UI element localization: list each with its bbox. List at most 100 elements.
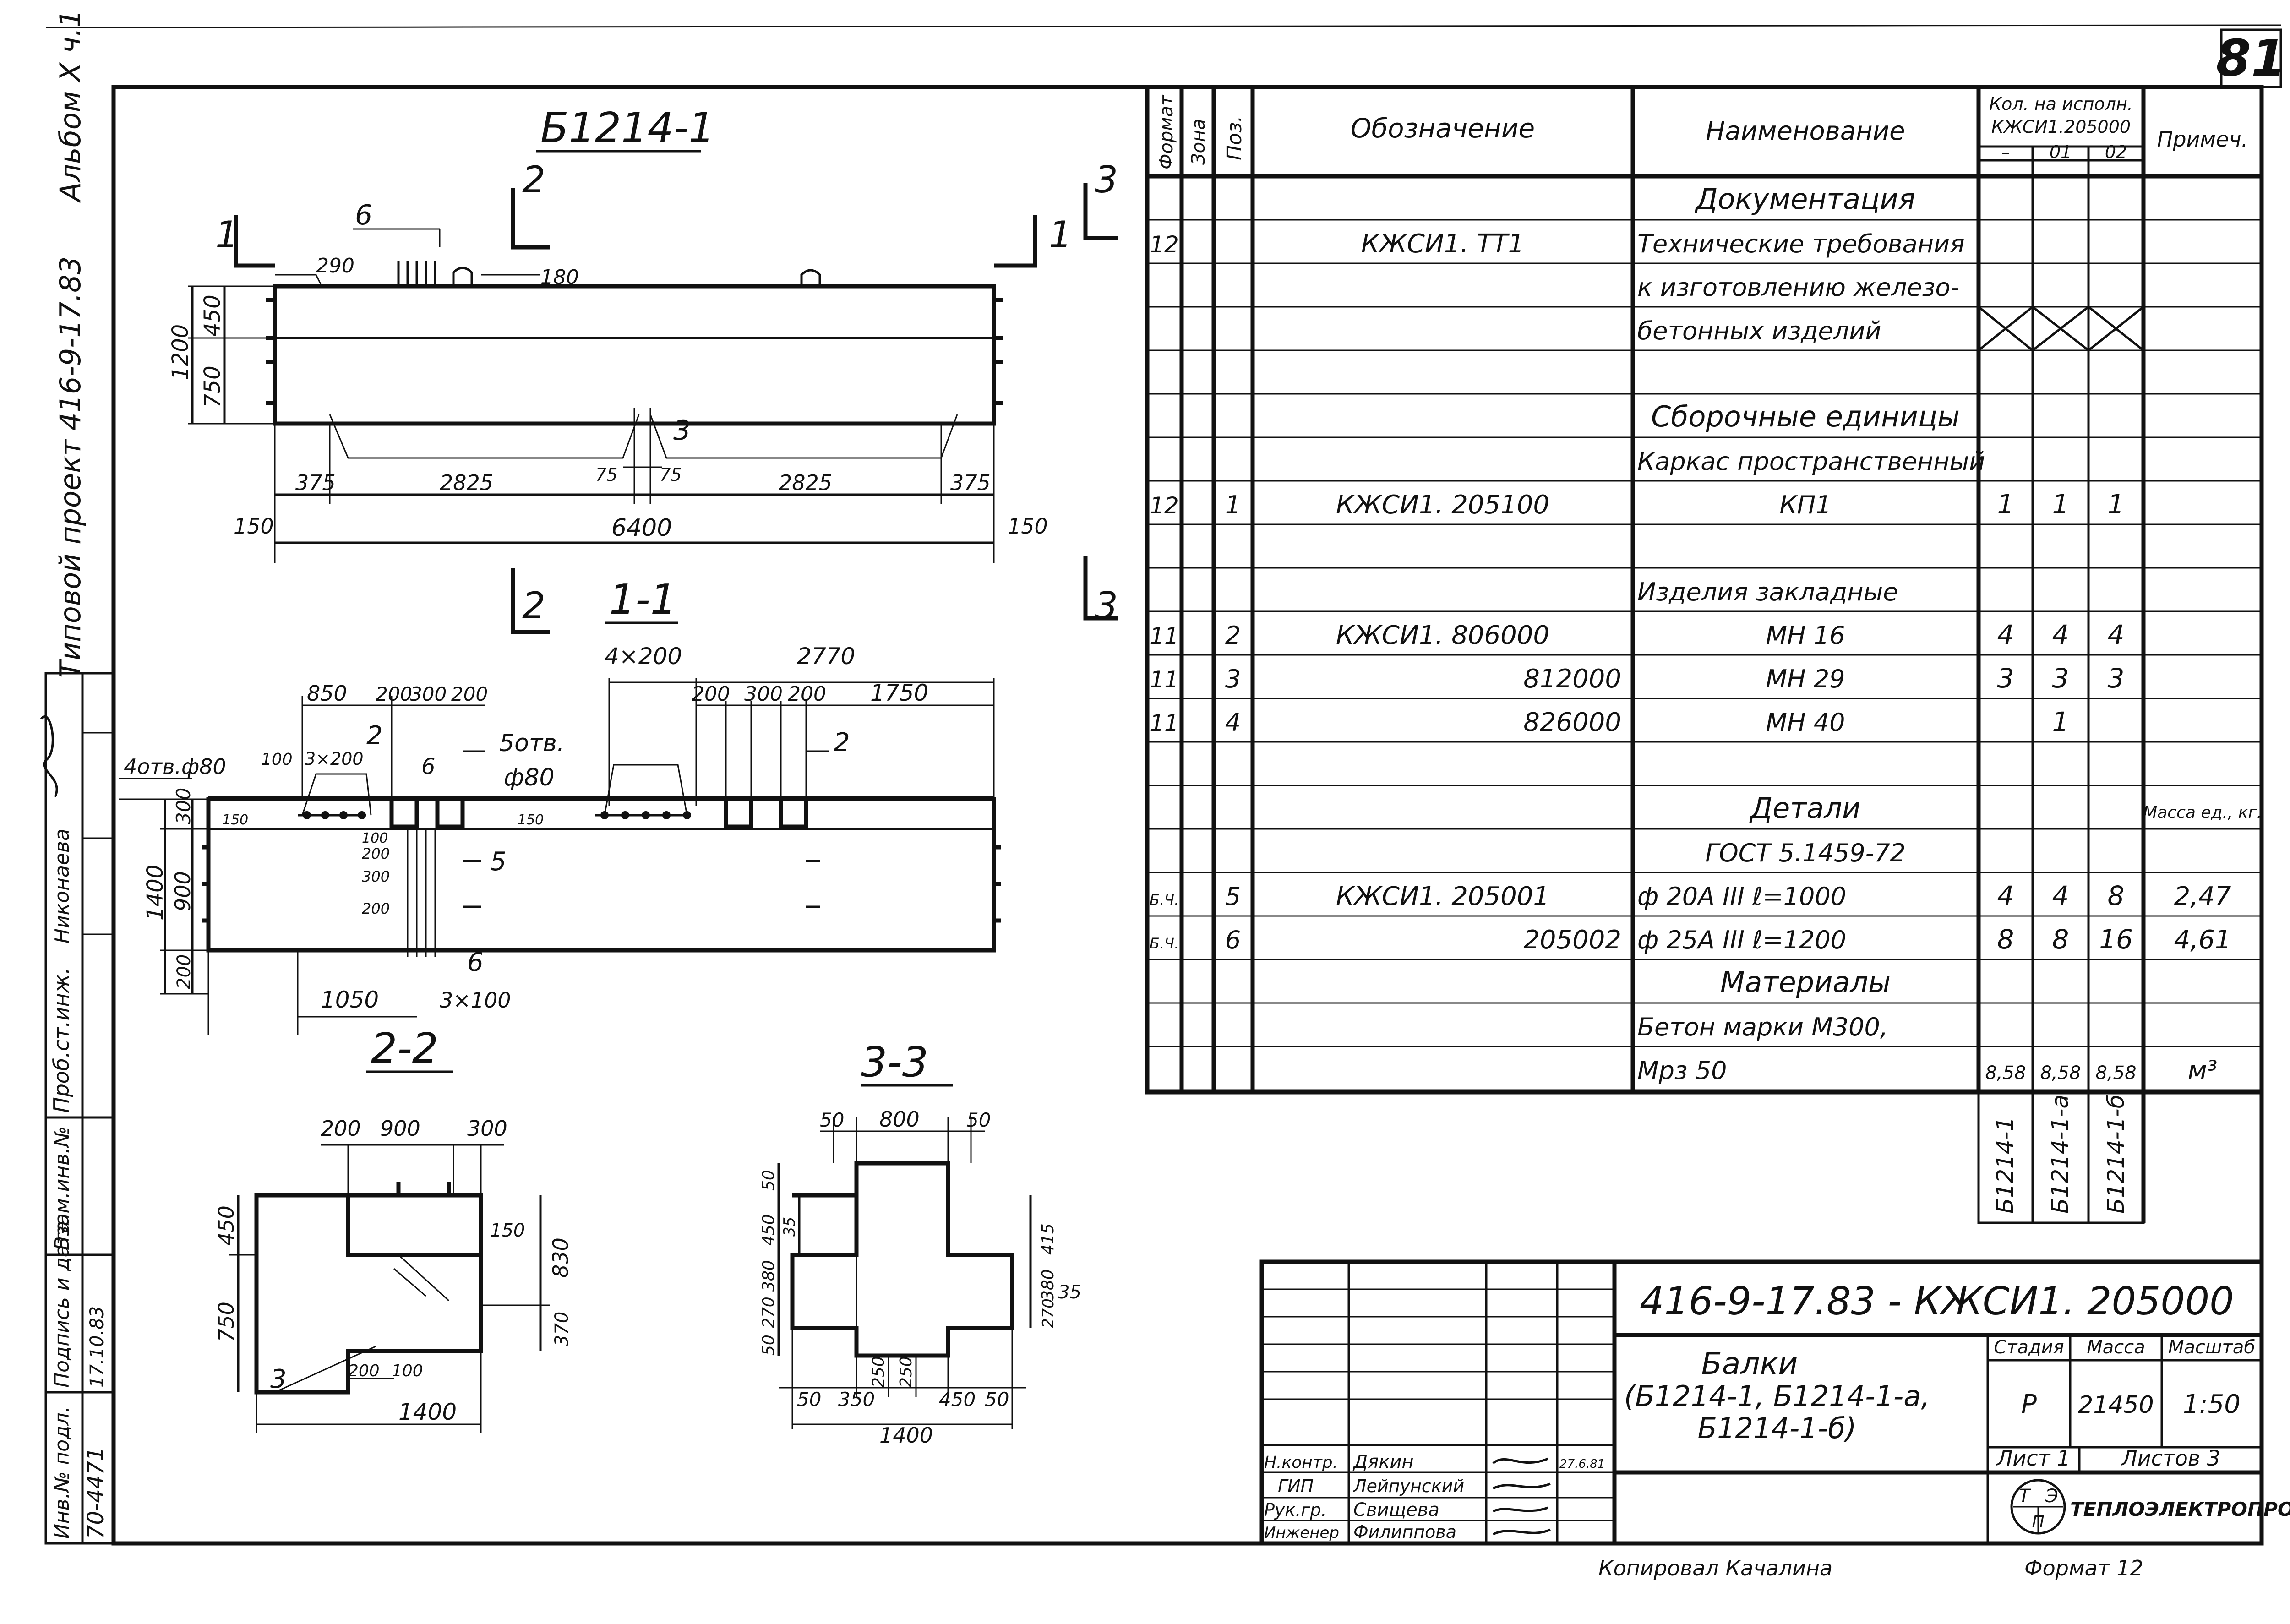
spec-cell-qty: 16 bbox=[2099, 924, 2133, 955]
spec-cell-name: ф 20А III ℓ=1000 bbox=[1637, 882, 1846, 911]
plan-dim-200b: 200 bbox=[451, 683, 488, 705]
elev-dim-75b: 75 bbox=[660, 465, 682, 485]
plan-dim-300b: 300 bbox=[744, 682, 783, 706]
spec-header-pos: Поз. bbox=[1223, 116, 1246, 160]
spec-cell-qty: 1 bbox=[2108, 489, 2125, 520]
variant-label-2: Б1214-1-б bbox=[2103, 1095, 2129, 1214]
spec-header-note: Примеч. bbox=[2157, 127, 2248, 152]
scale-value: 1:50 bbox=[2183, 1390, 2241, 1419]
s33-dim-415: 415 bbox=[1039, 1223, 1058, 1255]
elev-section-3-top: 3 bbox=[1095, 158, 1118, 201]
spec-header-name: Наименование bbox=[1706, 116, 1905, 146]
plan-callout-6: 6 bbox=[467, 948, 484, 977]
s22-dim-200b: 200 bbox=[348, 1362, 380, 1380]
plan-dim-300v: 300 bbox=[172, 788, 195, 824]
elev-dim-75a: 75 bbox=[595, 465, 617, 485]
section-3-3 bbox=[777, 1084, 1032, 1429]
spec-cell-name: МН 29 bbox=[1766, 665, 1845, 693]
stamp-value-sign: 17.10.83 bbox=[87, 1306, 108, 1388]
stamp-label-sign: Подпись и дата bbox=[50, 1221, 74, 1388]
stamp-value-check: Никонаева bbox=[50, 828, 74, 943]
elev-callout-6: 6 bbox=[355, 199, 372, 231]
s33-dim-800: 800 bbox=[879, 1107, 920, 1132]
title-block bbox=[1260, 1259, 2264, 1546]
staff-name-1: Лейпунский bbox=[1352, 1476, 1464, 1496]
plan-dim-850: 850 bbox=[307, 681, 347, 706]
s22-dim-100: 100 bbox=[392, 1362, 423, 1380]
signatures bbox=[1492, 1457, 1551, 1536]
logo-letter-e: Э bbox=[2045, 1486, 2058, 1507]
elevation-view bbox=[188, 150, 1118, 634]
drawing-title-3: Б1214-1-б) bbox=[1698, 1411, 1857, 1445]
s33-dim-250a: 250 bbox=[869, 1356, 888, 1388]
s33-dim-350: 350 bbox=[838, 1388, 875, 1411]
binding-code: 416-9-17.83 bbox=[54, 256, 87, 431]
spec-header-qty-1: Кол. на исполн. bbox=[1989, 94, 2133, 114]
plan-dim-2770: 2770 bbox=[797, 643, 855, 670]
plan-dim-900v: 900 bbox=[170, 871, 195, 911]
elev-dim-6400: 6400 bbox=[611, 514, 672, 542]
elev-section-2-top: 2 bbox=[522, 158, 545, 201]
specification-table bbox=[1145, 85, 2264, 1224]
spec-cell-qty: 1 bbox=[1997, 489, 2014, 520]
s22-dim-200: 200 bbox=[321, 1116, 361, 1141]
s33-dim-50b: 50 bbox=[966, 1109, 991, 1131]
spec-cell-name: Изделия закладные bbox=[1637, 578, 1898, 606]
plan-dim-150a: 150 bbox=[222, 812, 248, 828]
spec-cell-qty: 8 bbox=[2108, 880, 2125, 911]
spec-cell-name: ГОСТ 5.1459-72 bbox=[1705, 839, 1906, 867]
spec-cell-name: Сборочные единицы bbox=[1651, 400, 1960, 433]
plan-dim-200v: 200 bbox=[174, 954, 195, 989]
spec-cell-designation: КЖСИ1. 205001 bbox=[1336, 882, 1549, 911]
spec-cell-designation: 205002 bbox=[1523, 925, 1621, 955]
spec-cell-name: Детали bbox=[1749, 791, 1861, 825]
s33-dim-270b: 270 bbox=[1039, 1298, 1058, 1328]
s33-dim-450v: 450 bbox=[759, 1214, 778, 1246]
s33-dim-250b: 250 bbox=[897, 1356, 916, 1388]
section22-title: 2-2 bbox=[371, 1025, 438, 1073]
s33-dim-35a: 35 bbox=[780, 1217, 799, 1237]
spec-cell-qty: 4 bbox=[2108, 619, 2125, 650]
elev-section-3-bottom: 3 bbox=[1095, 584, 1118, 627]
plan-dim-200d: 200 bbox=[788, 682, 826, 706]
spec-cell-format: 11 bbox=[1150, 666, 1179, 693]
spec-cell-name: МН 40 bbox=[1766, 708, 1845, 737]
spec-cell-qty: 4 bbox=[1997, 619, 2014, 650]
staff-name-3: Филиппова bbox=[1353, 1522, 1456, 1542]
sheet-format: Формат 12 bbox=[2024, 1556, 2143, 1580]
spec-cell-pos: 6 bbox=[1225, 926, 1241, 954]
stage-value: Р bbox=[2021, 1390, 2037, 1419]
spec-cell-name: бетонных изделий bbox=[1637, 316, 1881, 345]
spec-cell-qty: 4 bbox=[2052, 880, 2069, 911]
elev-dim-2825a: 2825 bbox=[440, 470, 493, 495]
binding-project: Типовой проект bbox=[54, 438, 87, 678]
spec-cell-name: МН 16 bbox=[1766, 621, 1845, 650]
plan-holes-b: 5отв. bbox=[499, 730, 564, 757]
plan-dim-200a: 200 bbox=[376, 683, 412, 705]
s33-dim-50v: 50 bbox=[759, 1170, 778, 1191]
elev-section-1-left: 1 bbox=[215, 213, 239, 256]
plan-dim-300s: 300 bbox=[362, 868, 390, 885]
page-number: 81 bbox=[2216, 29, 2286, 87]
spec-cell-qty: 8 bbox=[2052, 924, 2069, 955]
s22-dim-1400: 1400 bbox=[398, 1399, 457, 1425]
spec-cell-name: Бетон марки М300, bbox=[1637, 1013, 1888, 1041]
s22-dim-300: 300 bbox=[467, 1116, 507, 1141]
plan-dim-100s: 100 bbox=[362, 830, 388, 846]
variant-label-0: Б1214-1 bbox=[1992, 1117, 2018, 1214]
spec-cell-format: 11 bbox=[1150, 710, 1179, 736]
spec-cell-qty: 4 bbox=[2052, 619, 2069, 650]
logo-letter-t: Т bbox=[2019, 1486, 2032, 1507]
org-name: ТЕПЛОЭЛЕКТРОПРОЕКТ bbox=[2070, 1498, 2290, 1520]
variant-label-1: Б1214-1-а bbox=[2047, 1095, 2073, 1214]
spec-row-lines bbox=[1147, 219, 2262, 1091]
spec-cell-designation: КЖСИ1. 205100 bbox=[1336, 490, 1549, 520]
section33-title: 3-3 bbox=[861, 1038, 928, 1086]
plan-dim-200c: 200 bbox=[692, 682, 730, 706]
staff-role-1: ГИП bbox=[1278, 1476, 1314, 1496]
plan-dim-200s1: 200 bbox=[362, 845, 390, 862]
spec-cell-designation: КЖСИ1. ТТ1 bbox=[1361, 229, 1524, 259]
staff-role-3: Инженер bbox=[1264, 1524, 1339, 1542]
spec-cell-qty: 3 bbox=[2108, 663, 2125, 694]
